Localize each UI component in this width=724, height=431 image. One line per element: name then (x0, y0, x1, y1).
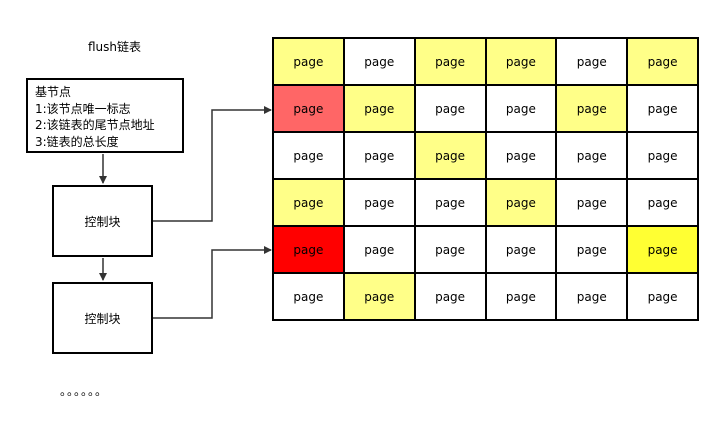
page-cell: page (344, 227, 414, 272)
page-cell: page (557, 133, 627, 178)
page-cell: page (344, 133, 414, 178)
page-cell: page (628, 180, 697, 225)
page-cell: page (557, 274, 627, 319)
page-cell: page (557, 39, 627, 84)
page-cell: page (415, 274, 485, 319)
page-cell: page (344, 274, 414, 319)
page-cell: page (274, 86, 343, 131)
page-cell: page (415, 133, 485, 178)
page-cell: page (344, 39, 414, 84)
page-cell: page (557, 227, 627, 272)
control-block-label: 控制块 (84, 214, 121, 229)
page-cell: page (628, 86, 697, 131)
page-cell: page (486, 227, 556, 272)
page-cell: page (415, 180, 485, 225)
page-cell: page (628, 39, 697, 84)
control-block-label: 控制块 (84, 311, 121, 326)
base-node-box: 基节点 1:该节点唯一标志 2:该链表的尾节点地址 3:链表的总长度 (26, 78, 184, 153)
page-cell: page (415, 227, 485, 272)
base-node-line: 1:该节点唯一标志 (35, 101, 131, 116)
arrow-ctrl1-to-page (153, 106, 272, 222)
page-cell: page (274, 133, 343, 178)
control-block: 控制块 (52, 185, 153, 257)
page-cell: page (415, 39, 485, 84)
page-cell: page (344, 180, 414, 225)
page-cell: page (486, 86, 556, 131)
ellipsis-text: 。。。。。。 (60, 384, 109, 398)
page-cell: page (628, 274, 697, 319)
page-cell: page (274, 227, 343, 272)
page-cell: page (274, 180, 343, 225)
base-node-line: 基节点 (35, 85, 72, 99)
page-cell: page (486, 39, 556, 84)
page-cell: page (415, 86, 485, 131)
page-cell: page (274, 274, 343, 319)
page-cell: page (486, 274, 556, 319)
page-cell: page (486, 180, 556, 225)
base-node-line: 2:该链表的尾节点地址 (35, 118, 155, 132)
control-block: 控制块 (52, 282, 153, 354)
page-cell: page (628, 133, 697, 178)
page-cell: page (557, 86, 627, 131)
page-cell: page (628, 227, 697, 272)
page-cell: page (486, 133, 556, 178)
base-node-line: 3:链表的总长度 (35, 134, 119, 149)
page-cell: page (344, 86, 414, 131)
arrow-ctrl2-to-page (153, 246, 272, 319)
page-cell: page (274, 39, 343, 84)
page-cell: page (557, 180, 627, 225)
diagram-title: flush链表 (88, 40, 142, 54)
